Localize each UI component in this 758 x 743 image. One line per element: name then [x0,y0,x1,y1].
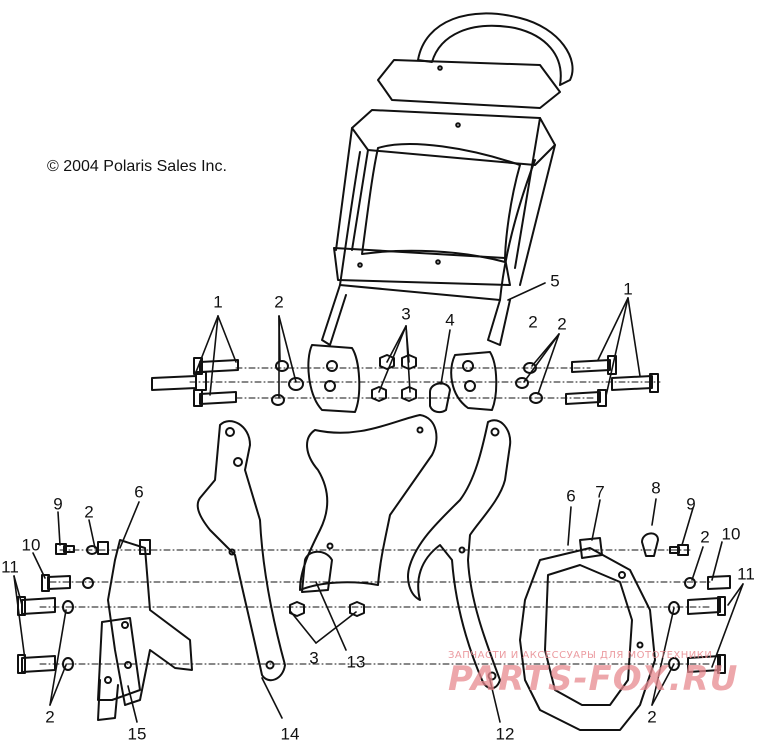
center-plate [289,414,438,617]
callout: 1 [623,279,633,299]
callout: 2 [274,292,284,312]
side-hardware [17,532,731,674]
callout: 2 [700,527,710,547]
callout: 10 [21,535,41,555]
left-bracket [196,420,286,682]
callout: 11 [737,564,755,584]
callout: 8 [651,478,661,498]
callout: 6 [566,486,576,506]
callout: 9 [53,494,63,514]
watermark-tagline: ЗАПЧАСТИ И АКСЕССУАРЫ ДЛЯ МОТОТЕХНИКИ [448,650,713,661]
callout: 5 [550,271,560,291]
callout: 14 [280,724,300,743]
center-lines [39,367,713,665]
callout: 2 [647,707,657,727]
callout: 11 [1,557,19,577]
callout: 4 [445,310,455,330]
callout: 2 [45,707,55,727]
watermark-brand: PARTS-FOX.RU [448,659,739,699]
callout: 3 [309,648,319,668]
left-hitch-plate [97,539,193,721]
right-hitch-plate [519,537,656,731]
top-hardware [151,354,659,414]
callout: 9 [686,494,696,514]
callout: 3 [401,304,411,324]
callout: 12 [495,724,515,743]
callout: 2 [84,502,94,522]
callout: 7 [595,482,605,502]
right-bracket [407,419,512,690]
callout: 15 [127,724,147,743]
copyright-notice: © 2004 Polaris Sales Inc. [47,158,227,175]
callout: 2 [557,314,567,334]
seat-frame [307,12,574,413]
watermark: ЗАПЧАСТИ И АКСЕССУАРЫ ДЛЯ МОТОТЕХНИКИ PA… [448,650,748,699]
callout: 6 [134,482,144,502]
callout: 13 [346,652,366,672]
callout: 10 [721,524,741,544]
callout: 2 [528,312,538,332]
leader-lines [13,282,744,723]
callout: 1 [213,292,223,312]
